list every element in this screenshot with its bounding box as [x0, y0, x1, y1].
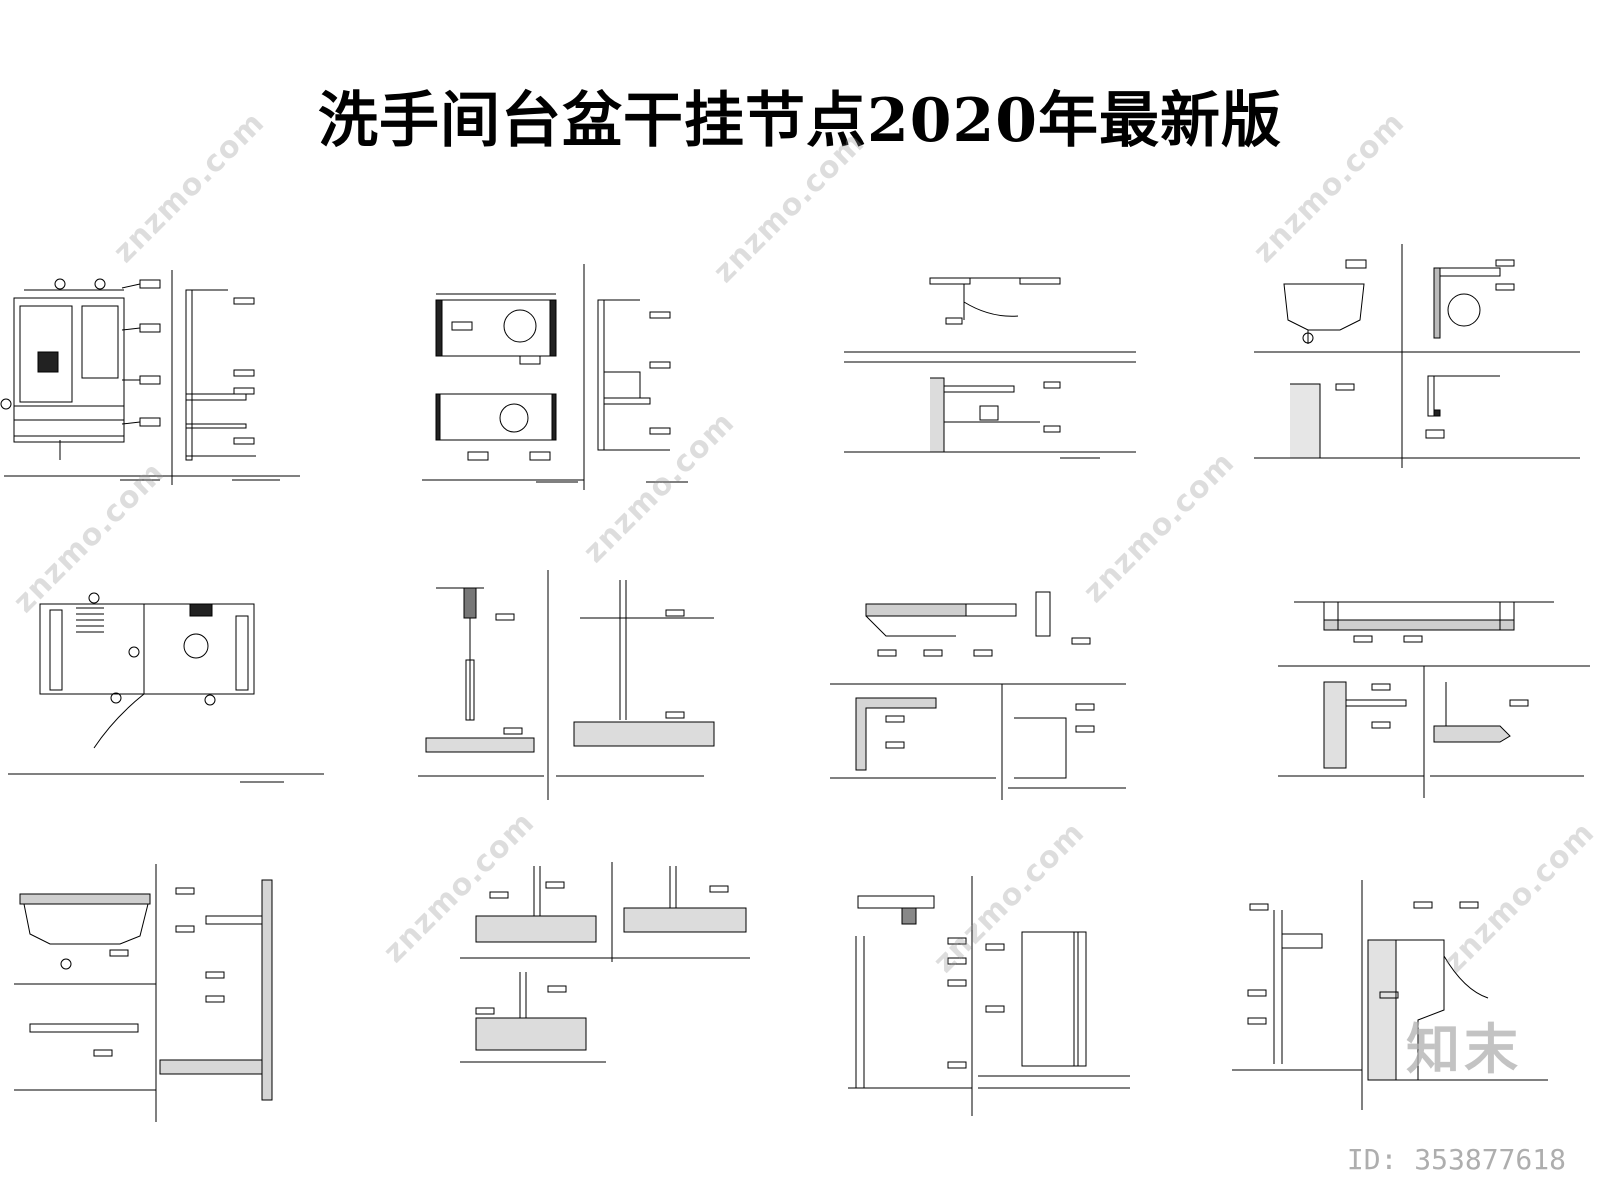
detail-sheet-12	[1228, 880, 1568, 1110]
detail-sheet-4	[1250, 244, 1580, 468]
image-id-label: ID: 353877618	[1346, 1143, 1566, 1176]
detail-sheet-2	[418, 264, 728, 494]
detail-sheet-11	[844, 876, 1144, 1116]
detail-sheet-9	[10, 864, 310, 1122]
detail-sheet-10	[456, 862, 756, 1110]
page-title: 洗手间台盆干挂节点2020年最新版	[318, 86, 1282, 156]
detail-sheet-5	[4, 578, 334, 798]
detail-sheet-6	[414, 570, 734, 800]
detail-sheet-1	[0, 260, 310, 500]
brand-logo: 知末	[1406, 1018, 1522, 1081]
detail-sheet-3	[840, 262, 1140, 472]
detail-sheet-7	[826, 578, 1136, 800]
detail-sheet-8	[1274, 572, 1594, 798]
